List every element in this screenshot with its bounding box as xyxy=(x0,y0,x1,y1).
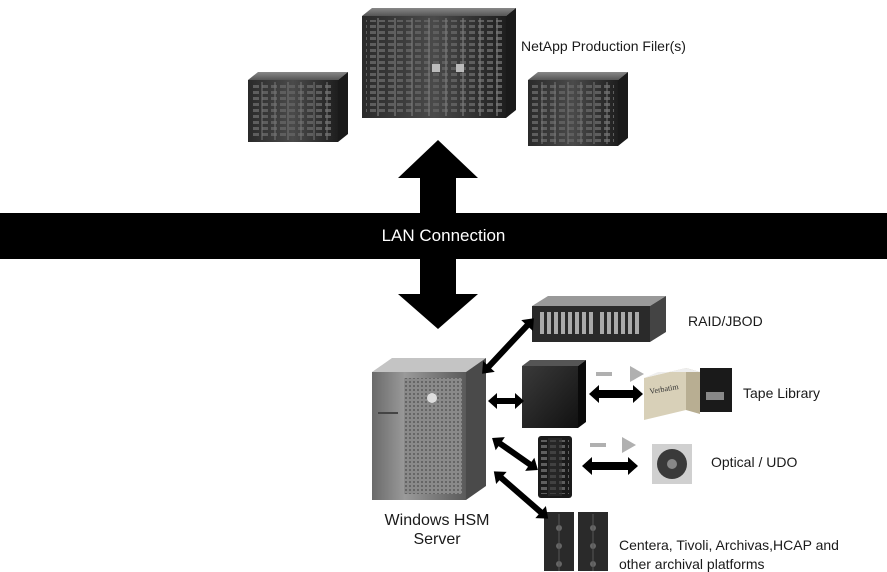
tape-library-label: Tape Library xyxy=(743,385,821,401)
windows-hsm-server xyxy=(372,358,486,500)
hsm-server-label-line2: Server xyxy=(413,531,461,548)
grey-arrowhead-tape xyxy=(630,366,644,382)
arrow-hsm-raid xyxy=(482,318,534,374)
netapp-filer-center xyxy=(362,8,516,118)
lan-hsm-arrow-down xyxy=(398,258,478,329)
raid-jbod-device xyxy=(532,296,666,342)
archive-platforms-label-line2: other archival platforms xyxy=(619,556,765,572)
filer-lan-arrow-up xyxy=(398,140,478,215)
tape-media: Verbatim xyxy=(644,368,732,420)
archive-platforms-label-line1: Centera, Tivoli, Archivas,HCAP and xyxy=(619,537,839,553)
optical-disc-media xyxy=(652,444,692,484)
connection-arrows xyxy=(482,318,643,519)
lan-connection-label: LAN Connection xyxy=(381,226,506,245)
netapp-filers-label: NetApp Production Filer(s) xyxy=(521,38,686,54)
archive-platform-units xyxy=(544,512,608,571)
arrow-hsm-archive xyxy=(493,471,549,519)
netapp-filer-right xyxy=(528,72,628,146)
arrow-hsm-tape xyxy=(488,393,524,409)
grey-arrowhead-optical xyxy=(622,437,636,453)
grey-dash-optical xyxy=(590,443,606,447)
arrow-tape-media xyxy=(589,385,643,403)
hsm-server-label-line1: Windows HSM xyxy=(384,512,490,529)
migration-arrows xyxy=(590,366,644,453)
raid-jbod-label: RAID/JBOD xyxy=(688,313,763,329)
grey-dash-tape xyxy=(596,372,612,376)
lan-connection-bar: LAN Connection xyxy=(0,213,887,259)
tape-library-unit xyxy=(522,360,586,428)
optical-udo-label: Optical / UDO xyxy=(711,454,798,470)
netapp-filer-left xyxy=(248,72,348,142)
optical-udo-unit xyxy=(538,436,572,498)
arrow-hsm-optical xyxy=(492,437,538,471)
arrow-optical-media xyxy=(582,457,638,475)
